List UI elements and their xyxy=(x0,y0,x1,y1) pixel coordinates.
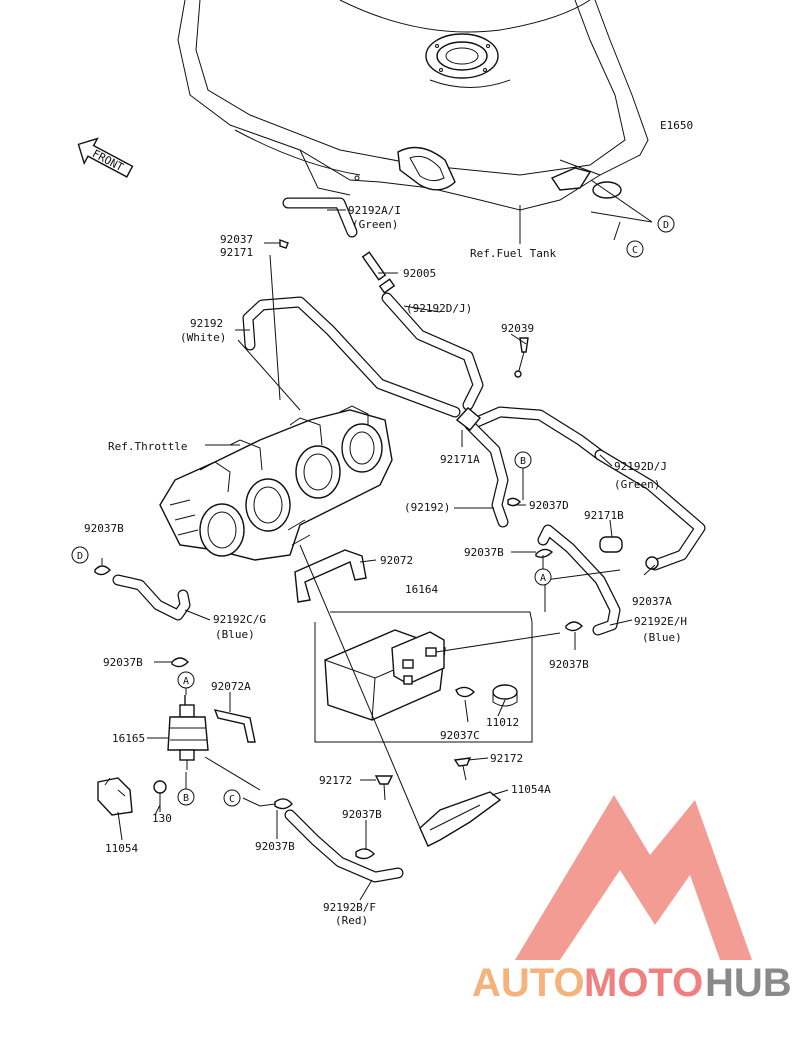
ref-fuel-tank-label: Ref.Fuel Tank xyxy=(470,247,556,260)
clip-11054 xyxy=(97,777,133,816)
svg-text:B: B xyxy=(520,456,526,467)
ref-circle-A-mid: A xyxy=(534,568,552,586)
svg-text:D: D xyxy=(663,220,669,231)
label-130: 130 xyxy=(152,812,172,825)
label-92037A: 92037A xyxy=(632,595,672,608)
bracket-11054A xyxy=(419,791,502,847)
part-labels: 92192A/I (Green) 92037 92171 92005 Ref.F… xyxy=(84,204,687,927)
label-92037B-bottom: 92037B xyxy=(255,840,295,853)
ref-throttle-label: Ref.Throttle xyxy=(108,440,187,453)
label-92192B-F: 92192B/F xyxy=(323,901,376,914)
throttle-body-assembly xyxy=(159,405,393,561)
watermark-part-auto: AUTO xyxy=(472,961,585,1005)
label-92037B-left: 92037B xyxy=(84,522,124,535)
front-label: FRONT xyxy=(90,147,126,174)
label-92037B-mid: 92037B xyxy=(464,546,504,559)
svg-text:C: C xyxy=(229,794,235,805)
label-92171: 92171 xyxy=(220,246,253,259)
watermark-part-moto: MOTO xyxy=(584,961,703,1005)
svg-text:A: A xyxy=(540,573,546,584)
filter-16165 xyxy=(167,695,261,791)
label-92192C-G-color: (Blue) xyxy=(215,628,255,641)
fuel-tank-outline xyxy=(177,0,649,211)
clamps-and-fittings xyxy=(94,238,659,860)
ref-circle-C-bottom: C xyxy=(223,789,241,807)
label-92192: 92192 xyxy=(190,317,223,330)
label-92192D-J-color: (Green) xyxy=(614,478,660,491)
label-92037B-filter: 92037B xyxy=(103,656,143,669)
label-92005: 92005 xyxy=(403,267,436,280)
label-92172-left: 92172 xyxy=(319,774,352,787)
label-92072A: 92072A xyxy=(211,680,251,693)
ref-circle-D-top: D xyxy=(657,215,675,233)
label-92037C: 92037C xyxy=(440,729,480,742)
label-92192D-J-paren: (92192D/J) xyxy=(406,302,472,315)
label-92171A: 92171A xyxy=(440,453,480,466)
canister-16164 xyxy=(324,629,561,721)
label-92171B: 92171B xyxy=(584,509,624,522)
label-92192C-G: 92192C/G xyxy=(213,613,266,626)
label-11054: 11054 xyxy=(105,842,138,855)
bolt-130 xyxy=(153,780,167,812)
label-11054A: 11054A xyxy=(511,783,551,796)
leader-lines xyxy=(101,179,656,901)
label-92192-color: (White) xyxy=(180,331,226,344)
label-92192B-F-color: (Red) xyxy=(335,914,368,927)
svg-text:A: A xyxy=(183,676,189,687)
ref-circle-B-filter: B xyxy=(177,788,195,806)
label-92037B-lower: 92037B xyxy=(342,808,382,821)
watermark-part-hub: HUB xyxy=(705,961,792,1005)
label-16165: 16165 xyxy=(112,732,145,745)
automotohub-logo-mark xyxy=(515,795,752,960)
label-92192A-I-color: (Green) xyxy=(352,218,398,231)
ref-circle-A-filter: A xyxy=(177,671,195,689)
label-11012: 11012 xyxy=(486,716,519,729)
label-92037B-right: 92037B xyxy=(549,658,589,671)
ref-circle-D-left: D xyxy=(71,546,89,564)
label-92037D: 92037D xyxy=(529,499,569,512)
front-arrow-icon: FRONT xyxy=(77,137,134,178)
label-16164: 16164 xyxy=(405,583,438,596)
bracket-92072 xyxy=(294,549,367,603)
figure-code: E1650 xyxy=(660,119,693,132)
hose-paths xyxy=(112,197,706,883)
canister-group-bracket xyxy=(314,622,533,743)
label-92039: 92039 xyxy=(501,322,534,335)
svg-text:C: C xyxy=(632,245,638,256)
label-92192E-H-color: (Blue) xyxy=(642,631,682,644)
ref-circle-B-mid: B xyxy=(514,451,532,469)
ref-circle-C-top: C xyxy=(626,240,644,258)
label-92192D-J: 92192D/J xyxy=(614,460,667,473)
label-92072: 92072 xyxy=(380,554,413,567)
screws-92172 xyxy=(374,757,472,801)
bracket-92072A xyxy=(213,709,256,743)
label-92037: 92037 xyxy=(220,233,253,246)
label-92192-paren: (92192) xyxy=(404,501,450,514)
svg-text:B: B xyxy=(183,793,189,804)
label-92172-right: 92172 xyxy=(490,752,523,765)
label-92192E-H: 92192E/H xyxy=(634,615,687,628)
svg-text:D: D xyxy=(77,551,83,562)
label-92192A-I: 92192A/I xyxy=(348,204,401,217)
